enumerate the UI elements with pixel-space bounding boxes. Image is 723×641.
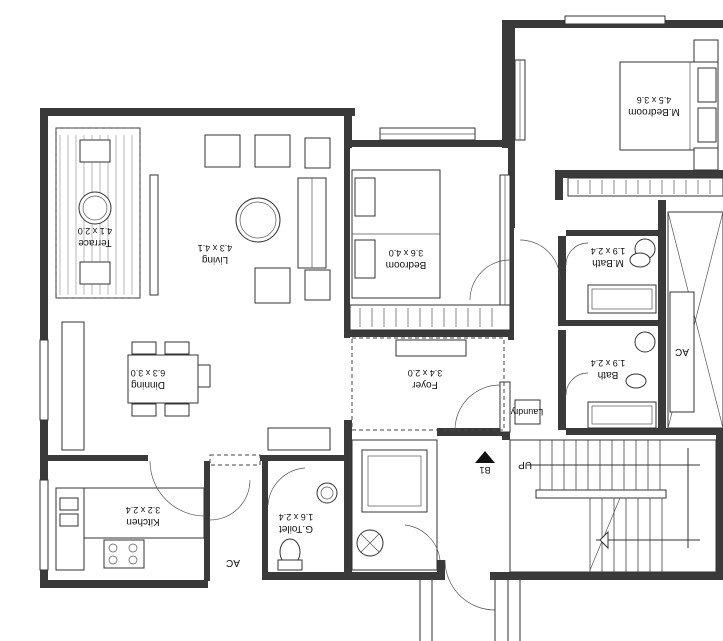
label-ac-right-group: AC (675, 346, 689, 357)
living-furniture (204, 134, 331, 451)
bedroom-furniture (349, 169, 511, 331)
label-foyer: Foyer 3.4 x 2.0 (408, 368, 443, 390)
dinning-furniture (61, 321, 211, 451)
gtoilet-size: 1.6 x 2.4 (279, 512, 314, 522)
label-mbath: M.Bath 1.9 x 2.4 (591, 246, 626, 268)
label-up: UP (518, 459, 532, 470)
living-name: Living (202, 254, 228, 265)
terrace-size: 4.1 x 2.0 (78, 226, 113, 236)
foyer-name: Foyer (412, 379, 438, 390)
label-gtoilet: G.Toilet 1.6 x 2.4 (279, 512, 314, 534)
label-dinning: Dinning 6.3 x 3.0 (131, 368, 166, 390)
label-b1: B1 (479, 465, 490, 475)
living-size: 4.3 x 4.1 (198, 243, 233, 253)
bath-name: Bath (598, 369, 619, 380)
label-living: Living 4.3 x 4.1 (198, 243, 233, 265)
bedroom-size: 3.6 x 4.0 (389, 248, 424, 258)
label-kitchen: Kitchen 3.2 x 2.4 (126, 505, 161, 527)
mbath-size: 1.9 x 2.4 (591, 246, 626, 256)
kitchen-name: Kitchen (126, 516, 159, 527)
bath-fixtures (565, 238, 657, 429)
label-laundry-group: Laundry (510, 407, 543, 417)
bath-size: 1.9 x 2.4 (591, 358, 626, 368)
label-ac-right: AC (675, 346, 689, 357)
terrace-area (55, 127, 141, 299)
kitchen-size: 3.2 x 2.4 (126, 505, 161, 515)
dinning-size: 6.3 x 3.0 (131, 368, 166, 378)
label-b1-group: B1 (479, 465, 490, 475)
mbedroom-furniture (519, 39, 723, 281)
lift-shaft (351, 439, 441, 571)
bedroom-name: Bedroom (386, 259, 427, 270)
doors (149, 454, 496, 611)
foyer-size: 3.4 x 2.0 (408, 368, 443, 378)
label-bedroom: Bedroom 3.6 x 4.0 (386, 248, 427, 270)
kitchen-furniture (55, 487, 205, 571)
label-ac-bottom: AC (226, 557, 240, 568)
mbedroom-name: M.Bedroom (628, 106, 680, 117)
label-ac-bottom-group: AC (226, 557, 240, 568)
gtoilet-fixtures (267, 467, 338, 571)
laundry-box (514, 399, 541, 425)
terrace-name: Terrace (78, 237, 112, 248)
label-terrace: Terrace 4.1 x 2.0 (78, 226, 113, 248)
mbath-name: M.Bath (592, 257, 624, 268)
ac-shaft (667, 211, 723, 429)
stairs (509, 439, 717, 573)
label-mbedroom: M.Bedroom 4.5 x 3.6 (628, 95, 680, 117)
windows (39, 15, 666, 571)
mbedroom-size: 4.5 x 3.6 (637, 95, 672, 105)
dinning-name: Dinning (131, 379, 165, 390)
label-laundry: Laundry (510, 407, 543, 417)
gtoilet-name: G.Toilet (279, 523, 313, 534)
bottom-walls (419, 580, 521, 641)
label-bath: Bath 1.9 x 2.4 (591, 358, 626, 380)
foyer-elements (351, 337, 511, 433)
label-up-group: UP (518, 459, 532, 470)
entrance-arrow-icon (475, 451, 495, 463)
